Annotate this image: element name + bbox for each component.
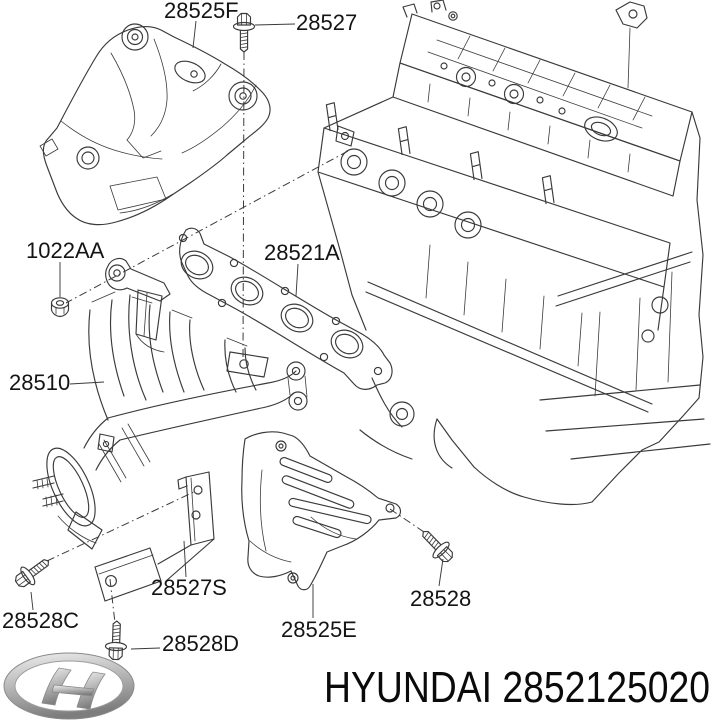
part-label-28528D: 28528D (162, 631, 239, 656)
part-label-28528: 28528 (410, 586, 471, 611)
part-label-28521A: 28521A (264, 240, 340, 265)
assembly-centerlines (46, 51, 425, 624)
part-label-28525F: 28525F (164, 0, 239, 23)
heat-shield-art (39, 23, 271, 226)
part-label-28510: 28510 (9, 370, 70, 395)
heat-protector-art (241, 431, 402, 591)
leader-lines (30, 20, 444, 650)
nut-1022AA-art (50, 297, 70, 318)
engine-block-art (317, 0, 711, 506)
bolt-28528D-art (104, 620, 128, 661)
bracket-art (94, 471, 215, 602)
part-label-28528C: 28528C (2, 608, 79, 633)
part-label-28525E: 28525E (281, 617, 357, 642)
footer-part-number: HYUNDAI 2852125020 (324, 663, 710, 712)
part-label-28527: 28527 (296, 10, 357, 35)
part-label-1022AA: 1022AA (26, 238, 105, 263)
exhaust-manifold-art (32, 257, 308, 550)
bolt-28528C-art (10, 551, 56, 593)
hyundai-logo (3, 652, 135, 720)
part-label-28527S: 28527S (151, 575, 227, 600)
